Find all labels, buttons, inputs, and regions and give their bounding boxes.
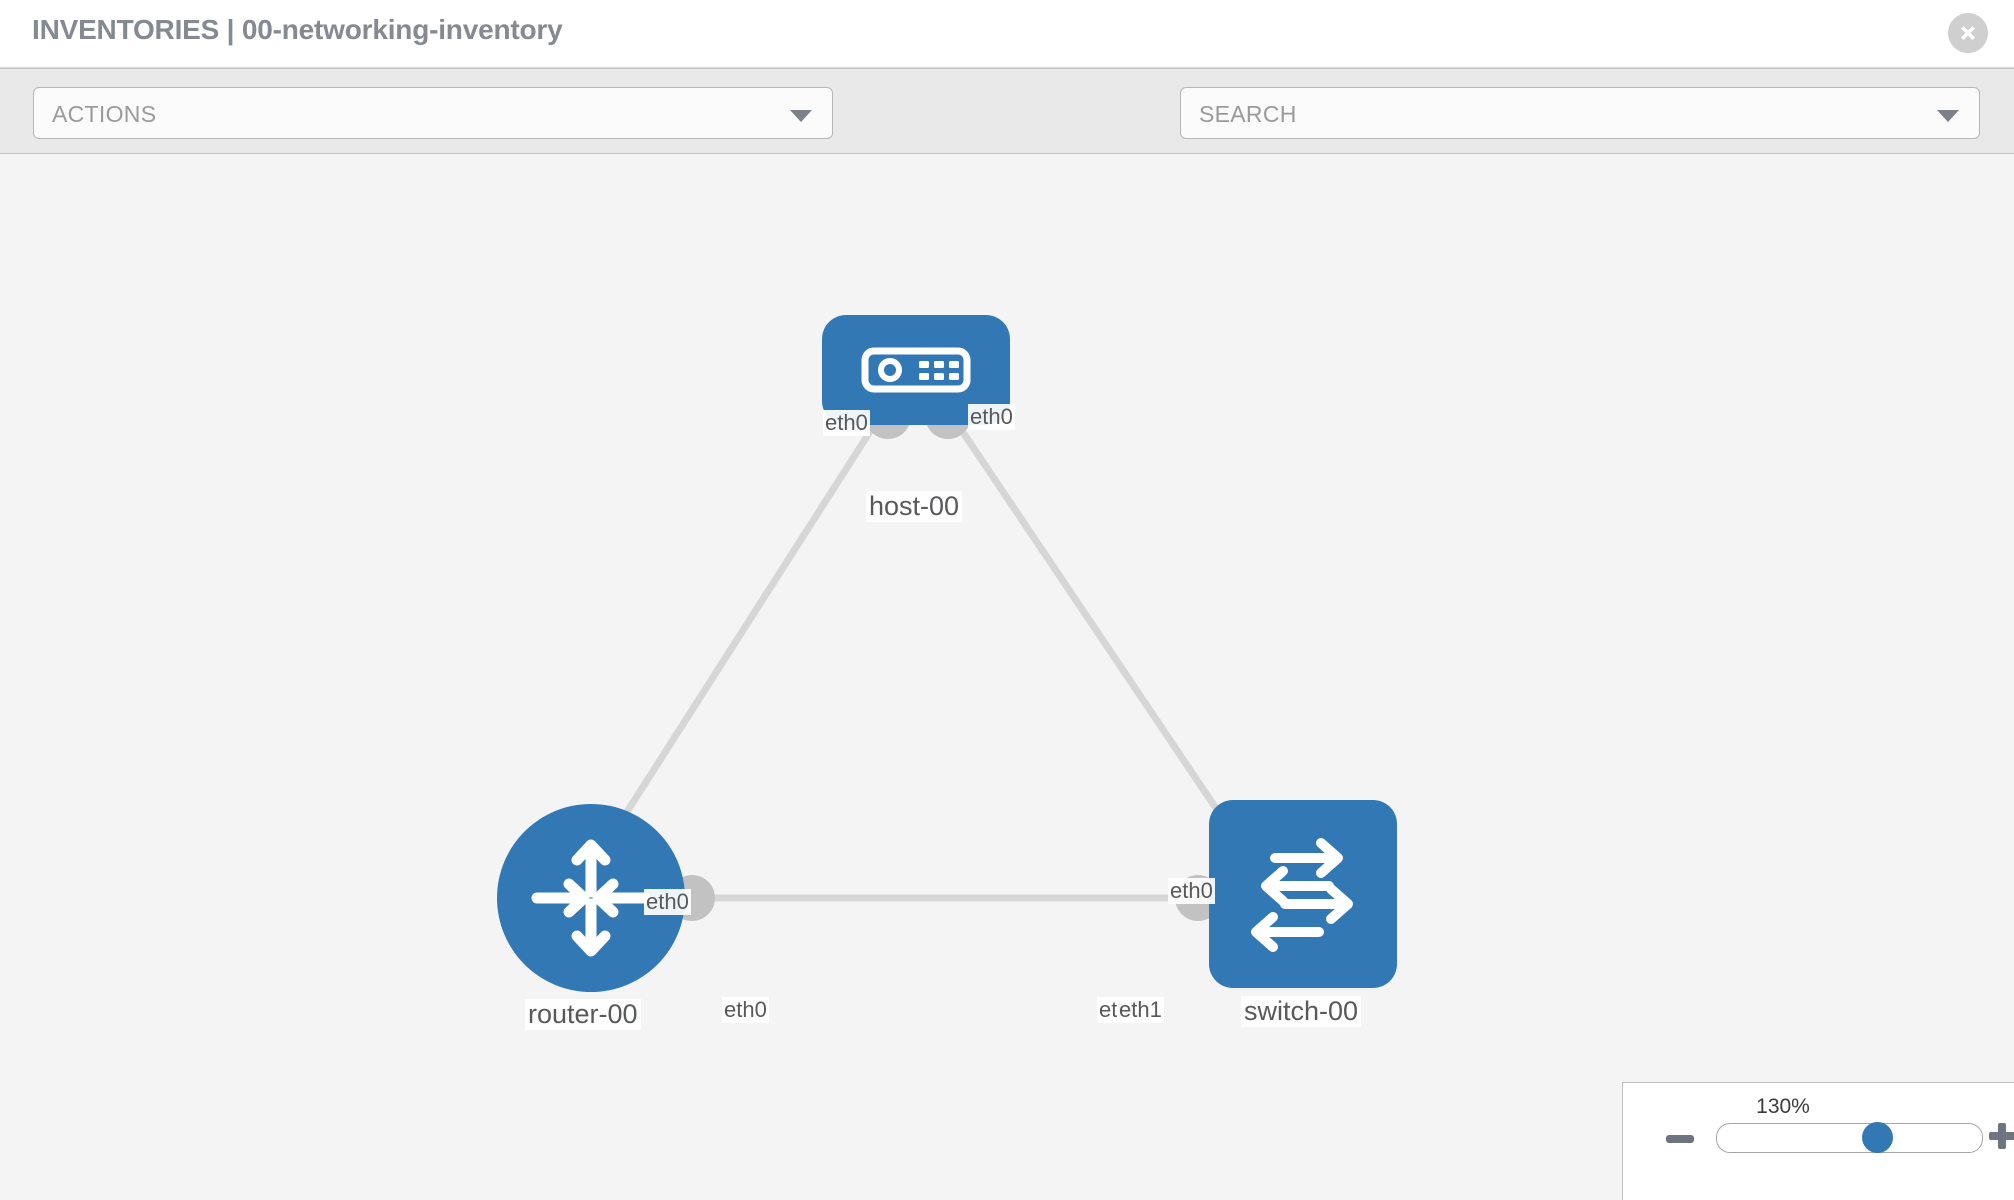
port-label-router-right: eth0 xyxy=(722,997,769,1023)
link-host-switch xyxy=(949,414,1243,846)
topology-links-layer xyxy=(597,393,1255,921)
node-switch-00-label: switch-00 xyxy=(1241,996,1362,1027)
port-label-host-left: eth0 xyxy=(823,410,870,436)
link-ports xyxy=(669,393,1255,921)
zoom-out-button[interactable] xyxy=(1666,1135,1694,1143)
zoom-control-panel: 130% xyxy=(1622,1082,2014,1200)
zoom-in-button[interactable] xyxy=(1989,1123,2014,1149)
zoom-slider-track[interactable] xyxy=(1716,1122,1983,1153)
link-host-router xyxy=(597,414,883,856)
toolbar: ACTIONS SEARCH xyxy=(0,68,2014,203)
search-placeholder: SEARCH xyxy=(1199,101,1297,127)
switch-icon xyxy=(1251,838,1353,952)
actions-dropdown-label: ACTIONS xyxy=(52,101,157,127)
node-router-00-label: router-00 xyxy=(525,999,641,1030)
port-label-switch-left: eth1 xyxy=(1117,997,1164,1023)
server-icon xyxy=(861,347,971,393)
close-button[interactable] xyxy=(1948,13,1988,53)
port-label-host-right: eth0 xyxy=(968,404,1015,430)
zoom-slider-thumb[interactable] xyxy=(1862,1122,1893,1153)
router-icon xyxy=(531,839,651,957)
search-input[interactable]: SEARCH xyxy=(1180,87,1980,139)
close-icon xyxy=(1961,26,1975,40)
chevron-down-icon xyxy=(790,110,812,122)
page-title: INVENTORIES | 00-networking-inventory xyxy=(32,14,563,45)
node-switch-00-shape[interactable] xyxy=(1209,800,1397,988)
port-label-router-up: eth0 xyxy=(644,889,691,915)
search-chevron-down-icon[interactable] xyxy=(1937,110,1959,122)
node-host-00-label: host-00 xyxy=(866,491,963,522)
port-label-switch-up: eth0 xyxy=(1168,878,1215,904)
link-lines xyxy=(597,414,1243,902)
topology-canvas[interactable]: host-00 xyxy=(0,154,2014,1200)
actions-dropdown[interactable]: ACTIONS xyxy=(33,87,833,139)
page-header: INVENTORIES | 00-networking-inventory xyxy=(0,0,2014,68)
zoom-level-value: 130% xyxy=(1756,1095,1810,1118)
